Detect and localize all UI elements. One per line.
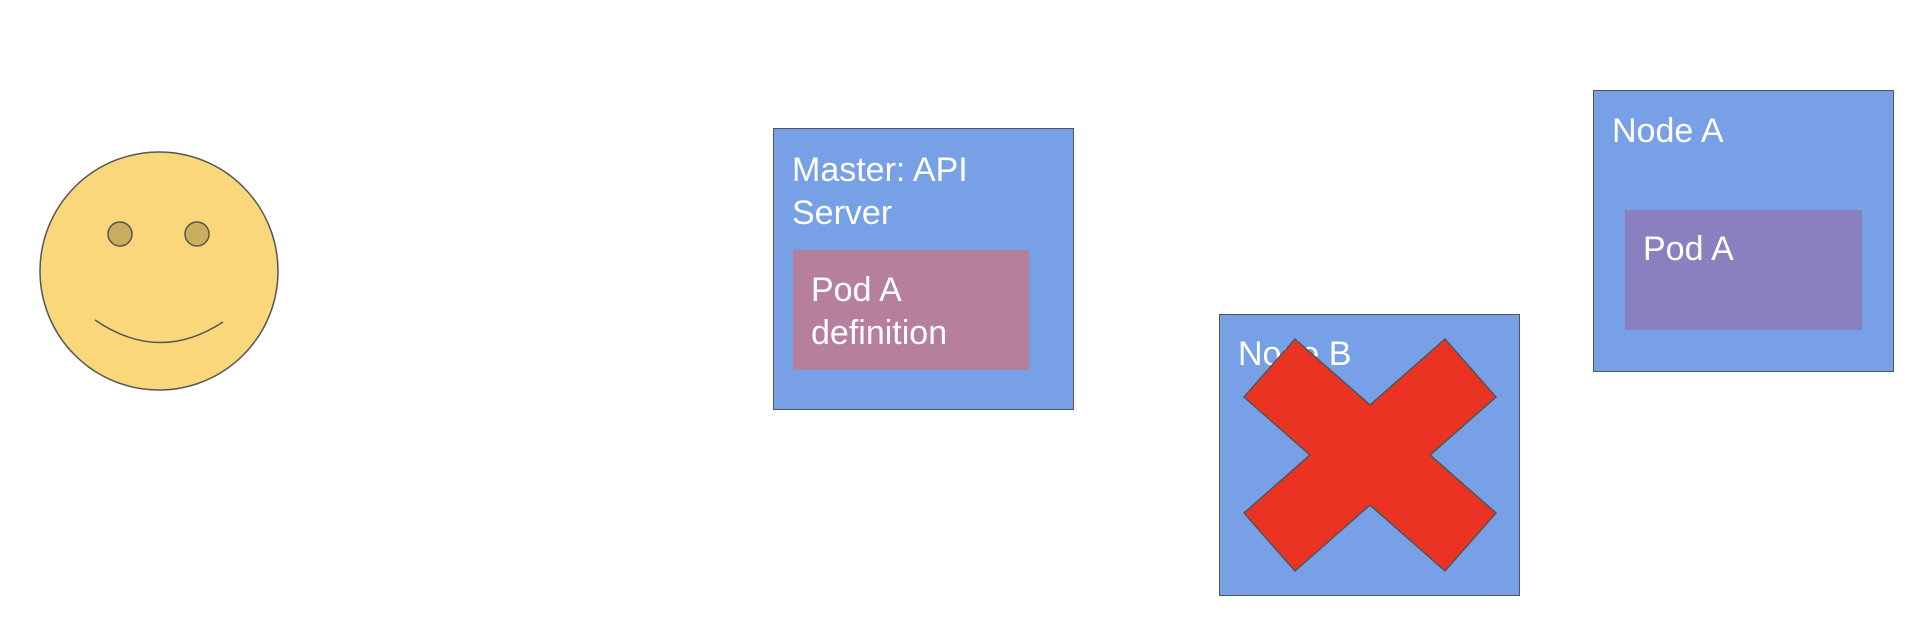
node-b-box: Node B — [1219, 314, 1520, 596]
pod-a-definition-label: Pod A definition — [811, 271, 948, 352]
master-api-server-label: Master: API Server — [792, 151, 968, 232]
x-mark-shape — [1242, 337, 1498, 573]
left-eye — [107, 221, 133, 247]
node-a-label: Node A — [1612, 112, 1724, 150]
face-circle — [39, 151, 279, 391]
node-a-box: Node A Pod A — [1593, 90, 1894, 372]
pod-a-definition-box: Pod A definition — [793, 250, 1029, 370]
pod-a-box: Pod A — [1625, 210, 1862, 330]
pod-a-label: Pod A — [1643, 230, 1734, 268]
smile — [94, 319, 224, 344]
x-mark-icon — [1242, 337, 1498, 573]
smiley-face-icon — [39, 151, 279, 391]
right-eye — [184, 221, 210, 247]
master-api-server-box: Master: API Server Pod A definition — [773, 128, 1074, 410]
